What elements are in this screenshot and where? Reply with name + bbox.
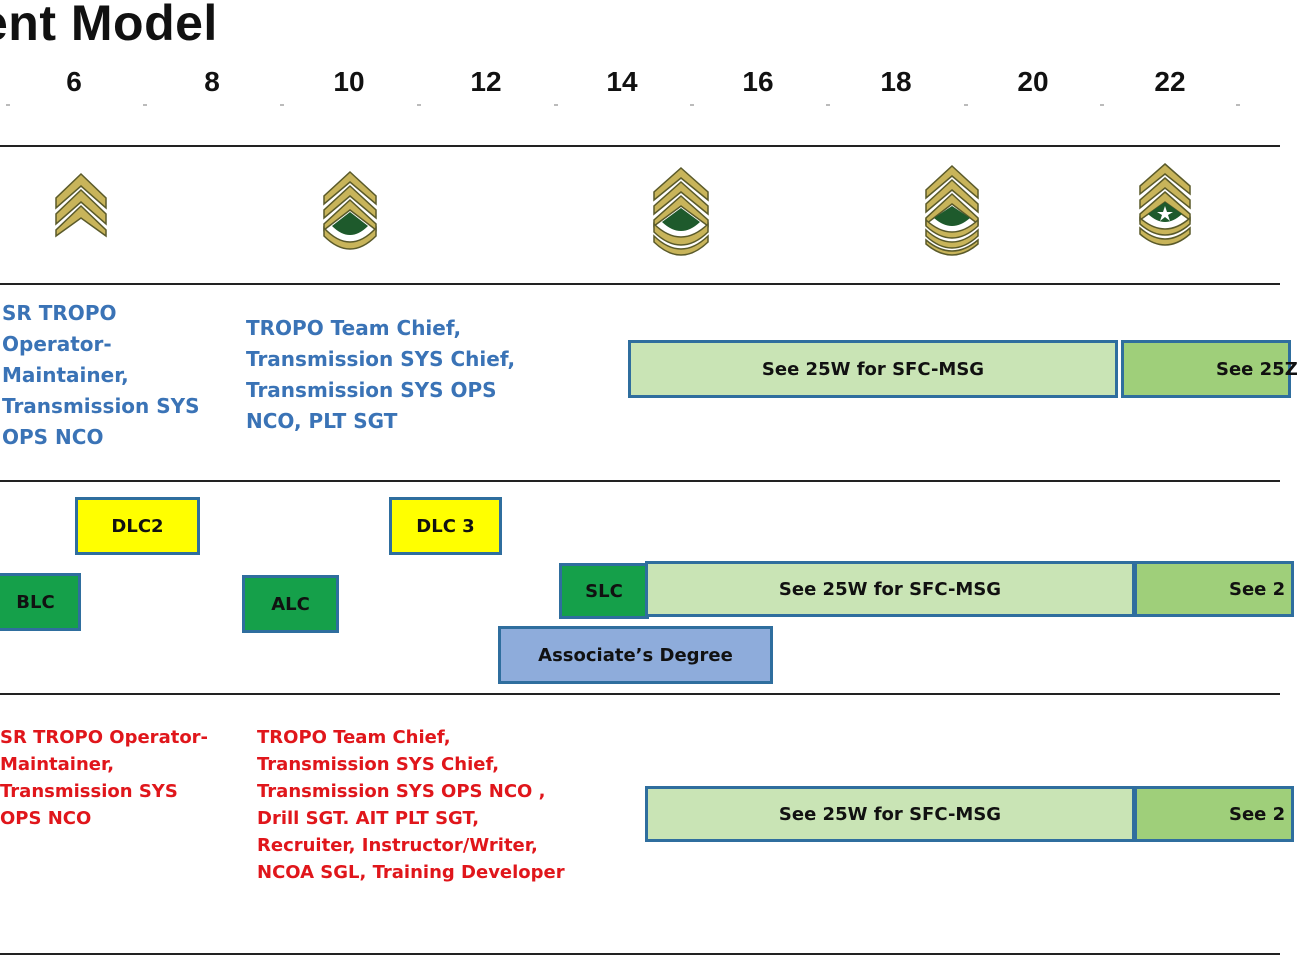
operational-line: SR TROPO Operator- [0, 727, 209, 748]
assignment-line: Maintainer, [2, 363, 129, 387]
axis-tick [1100, 104, 1104, 106]
operational-bar-sgm: See 2 [1134, 786, 1294, 842]
year-label: 8 [204, 66, 220, 97]
operational-list-sgt: SR TROPO Operator- Maintainer, Transmiss… [0, 724, 210, 832]
staff-sergeant-chevron-icon [323, 170, 377, 250]
year-label: 22 [1154, 66, 1186, 97]
assignment-line: Transmission SYS OPS [246, 378, 497, 402]
assignment-line: NCO, PLT SGT [246, 409, 398, 433]
blc-box: BLC [0, 573, 81, 631]
page-title: ent Model [0, 0, 218, 51]
sergeant-first-class-chevron-icon [653, 166, 709, 256]
axis-tick [1236, 104, 1240, 106]
section-divider [0, 480, 1280, 482]
axis-tick [690, 104, 694, 106]
axis-tick [417, 104, 421, 106]
assignment-list-ssg: TROPO Team Chief, Transmission SYS Chief… [246, 313, 546, 437]
section-divider [0, 953, 1280, 955]
assignment-line: Transmission SYS Chief, [246, 347, 516, 371]
operational-line: Recruiter, Instructor/Writer, [257, 835, 538, 856]
year-label: 14 [606, 66, 638, 97]
year-label: 20 [1017, 66, 1049, 97]
section-divider [0, 145, 1280, 147]
slc-box: SLC [559, 563, 649, 619]
year-label: 18 [880, 66, 912, 97]
axis-tick [964, 104, 968, 106]
year-label: 10 [333, 66, 365, 97]
assignment-line: Operator- [2, 332, 112, 356]
assignment-line: OPS NCO [2, 425, 104, 449]
education-bar-sgm: See 2 [1134, 561, 1294, 617]
operational-line: Transmission SYS OPS NCO , [257, 781, 546, 802]
assignment-bar-sfc-msg: See 25W for SFC-MSG [628, 340, 1118, 398]
operational-line: NCOA SGL, Training Developer [257, 862, 565, 883]
axis-tick [143, 104, 147, 106]
section-divider [0, 283, 1280, 285]
axis-tick [554, 104, 558, 106]
dlc3-box: DLC 3 [389, 497, 502, 555]
assignment-line: TROPO Team Chief, [246, 316, 462, 340]
master-sergeant-chevron-icon [925, 164, 979, 256]
education-bar-sfc-msg: See 25W for SFC-MSG [645, 561, 1135, 617]
alc-box: ALC [242, 575, 339, 633]
operational-line: Drill SGT. AIT PLT SGT, [257, 808, 480, 829]
operational-line: TROPO Team Chief, [257, 727, 451, 748]
section-divider [0, 693, 1280, 695]
assignment-line: SR TROPO [2, 301, 117, 325]
assignment-list-sgt: SR TROPO Operator- Maintainer, Transmiss… [2, 298, 202, 453]
axis-tick [280, 104, 284, 106]
sergeant-chevron-icon [55, 172, 107, 238]
year-label: 12 [470, 66, 502, 97]
operational-line: OPS NCO [0, 808, 92, 829]
assignment-line: Transmission SYS [2, 394, 200, 418]
dlc2-box: DLC2 [75, 497, 200, 555]
year-label: 6 [66, 66, 82, 97]
operational-line: Transmission SYS Chief, [257, 754, 500, 775]
operational-list-ssg: TROPO Team Chief, Transmission SYS Chief… [257, 724, 577, 886]
axis-tick [6, 104, 10, 106]
sergeant-major-chevron-icon [1139, 163, 1191, 246]
assignment-bar-sgm: See 25Z [1121, 340, 1298, 398]
operational-line: Transmission SYS [0, 781, 178, 802]
operational-bar-sfc-msg: See 25W for SFC-MSG [645, 786, 1135, 842]
associate-degree-box: Associate’s Degree [498, 626, 773, 684]
year-label: 16 [742, 66, 774, 97]
operational-line: Maintainer, [0, 754, 115, 775]
axis-tick [826, 104, 830, 106]
